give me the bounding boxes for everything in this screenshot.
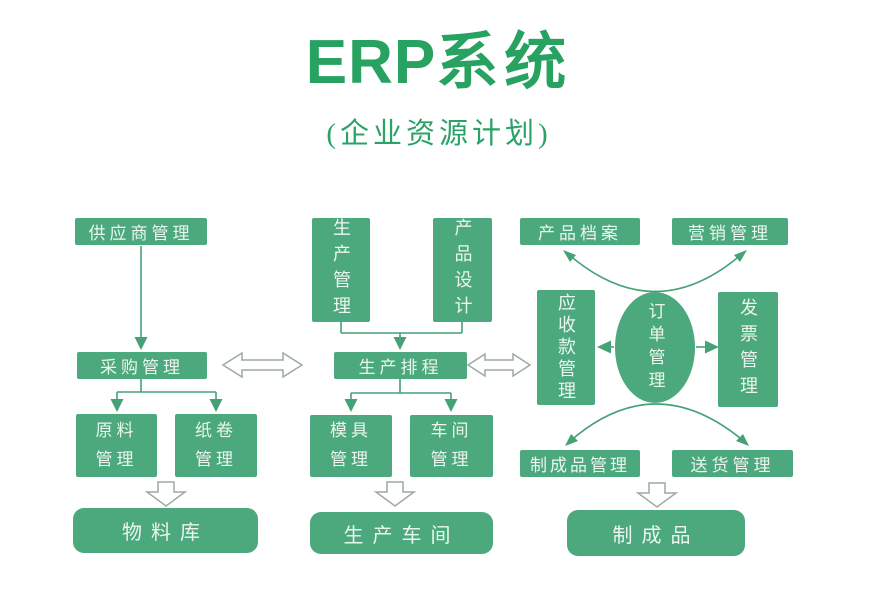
node-label: 模具管理: [330, 421, 372, 469]
arrowhead-down-icon: [393, 337, 407, 350]
node-label: 原料管理: [95, 420, 138, 469]
node-production-scheduling: 生产排程: [334, 352, 467, 379]
node-product-design: 产品设计: [433, 218, 492, 322]
arrowhead-down-icon: [344, 399, 358, 412]
node-label: 车间管理: [430, 421, 473, 469]
title-block: ERP系统 (企业资源计划): [0, 30, 878, 152]
node-label: 纸卷管理: [195, 420, 237, 469]
arrowhead-downright-icon: [736, 434, 749, 446]
node-purchase-mgmt: 采购管理: [77, 352, 207, 379]
hollow-down-arrow-icon: [144, 481, 188, 507]
node-paper-roll-mgmt: 纸卷管理: [175, 414, 257, 477]
hollow-down-arrow-icon: [635, 482, 679, 508]
node-mold-mgmt: 模具管理: [310, 415, 392, 477]
node-finished-goods-mgmt: 制成品管理: [520, 450, 640, 477]
hollow-down-arrow-icon: [373, 481, 417, 507]
title-cjk: 系统: [436, 29, 573, 97]
title-latin: ERP: [305, 28, 437, 97]
node-marketing-mgmt: 营销管理: [672, 218, 788, 245]
arrowhead-down-icon: [444, 399, 458, 412]
node-production-workshop: 生产车间: [310, 512, 493, 554]
arrowhead-down-icon: [209, 399, 223, 412]
connector-production-merge: [340, 322, 463, 340]
arrowhead-right-icon: [705, 340, 719, 354]
node-workshop-mgmt: 车间管理: [410, 415, 493, 477]
arrowhead-down-icon: [110, 399, 124, 412]
double-arrow-icon: [466, 352, 532, 378]
double-arrow-icon: [221, 351, 304, 379]
arrowhead-down-icon: [134, 337, 148, 350]
node-invoice-mgmt: 发票管理: [718, 292, 778, 407]
node-delivery-mgmt: 送货管理: [672, 450, 793, 477]
node-raw-material-mgmt: 原料管理: [76, 414, 157, 477]
arrowhead-upright-icon: [734, 250, 747, 262]
arrowhead-downleft-icon: [565, 434, 578, 446]
page-subtitle: (企业资源计划): [326, 118, 552, 151]
node-supplier-mgmt: 供应商管理: [75, 218, 207, 245]
node-finished-goods: 制成品: [567, 510, 745, 556]
node-production-mgmt: 生产管理: [312, 218, 370, 322]
page-title: ERP系统: [0, 30, 878, 96]
connector-arc-top: [566, 252, 744, 293]
node-material-warehouse: 物料库: [73, 508, 258, 553]
connector-scheduling-branch: [350, 379, 452, 401]
node-order-mgmt: 订单管理: [615, 292, 695, 403]
connector-purchase-branch: [116, 379, 217, 401]
arrowhead-upleft-icon: [563, 250, 576, 262]
connector-arc-bottom: [567, 403, 747, 444]
node-receivables-mgmt: 应收款管理: [537, 290, 595, 405]
node-product-archive: 产品档案: [520, 218, 640, 245]
arrowhead-left-icon: [597, 340, 611, 354]
